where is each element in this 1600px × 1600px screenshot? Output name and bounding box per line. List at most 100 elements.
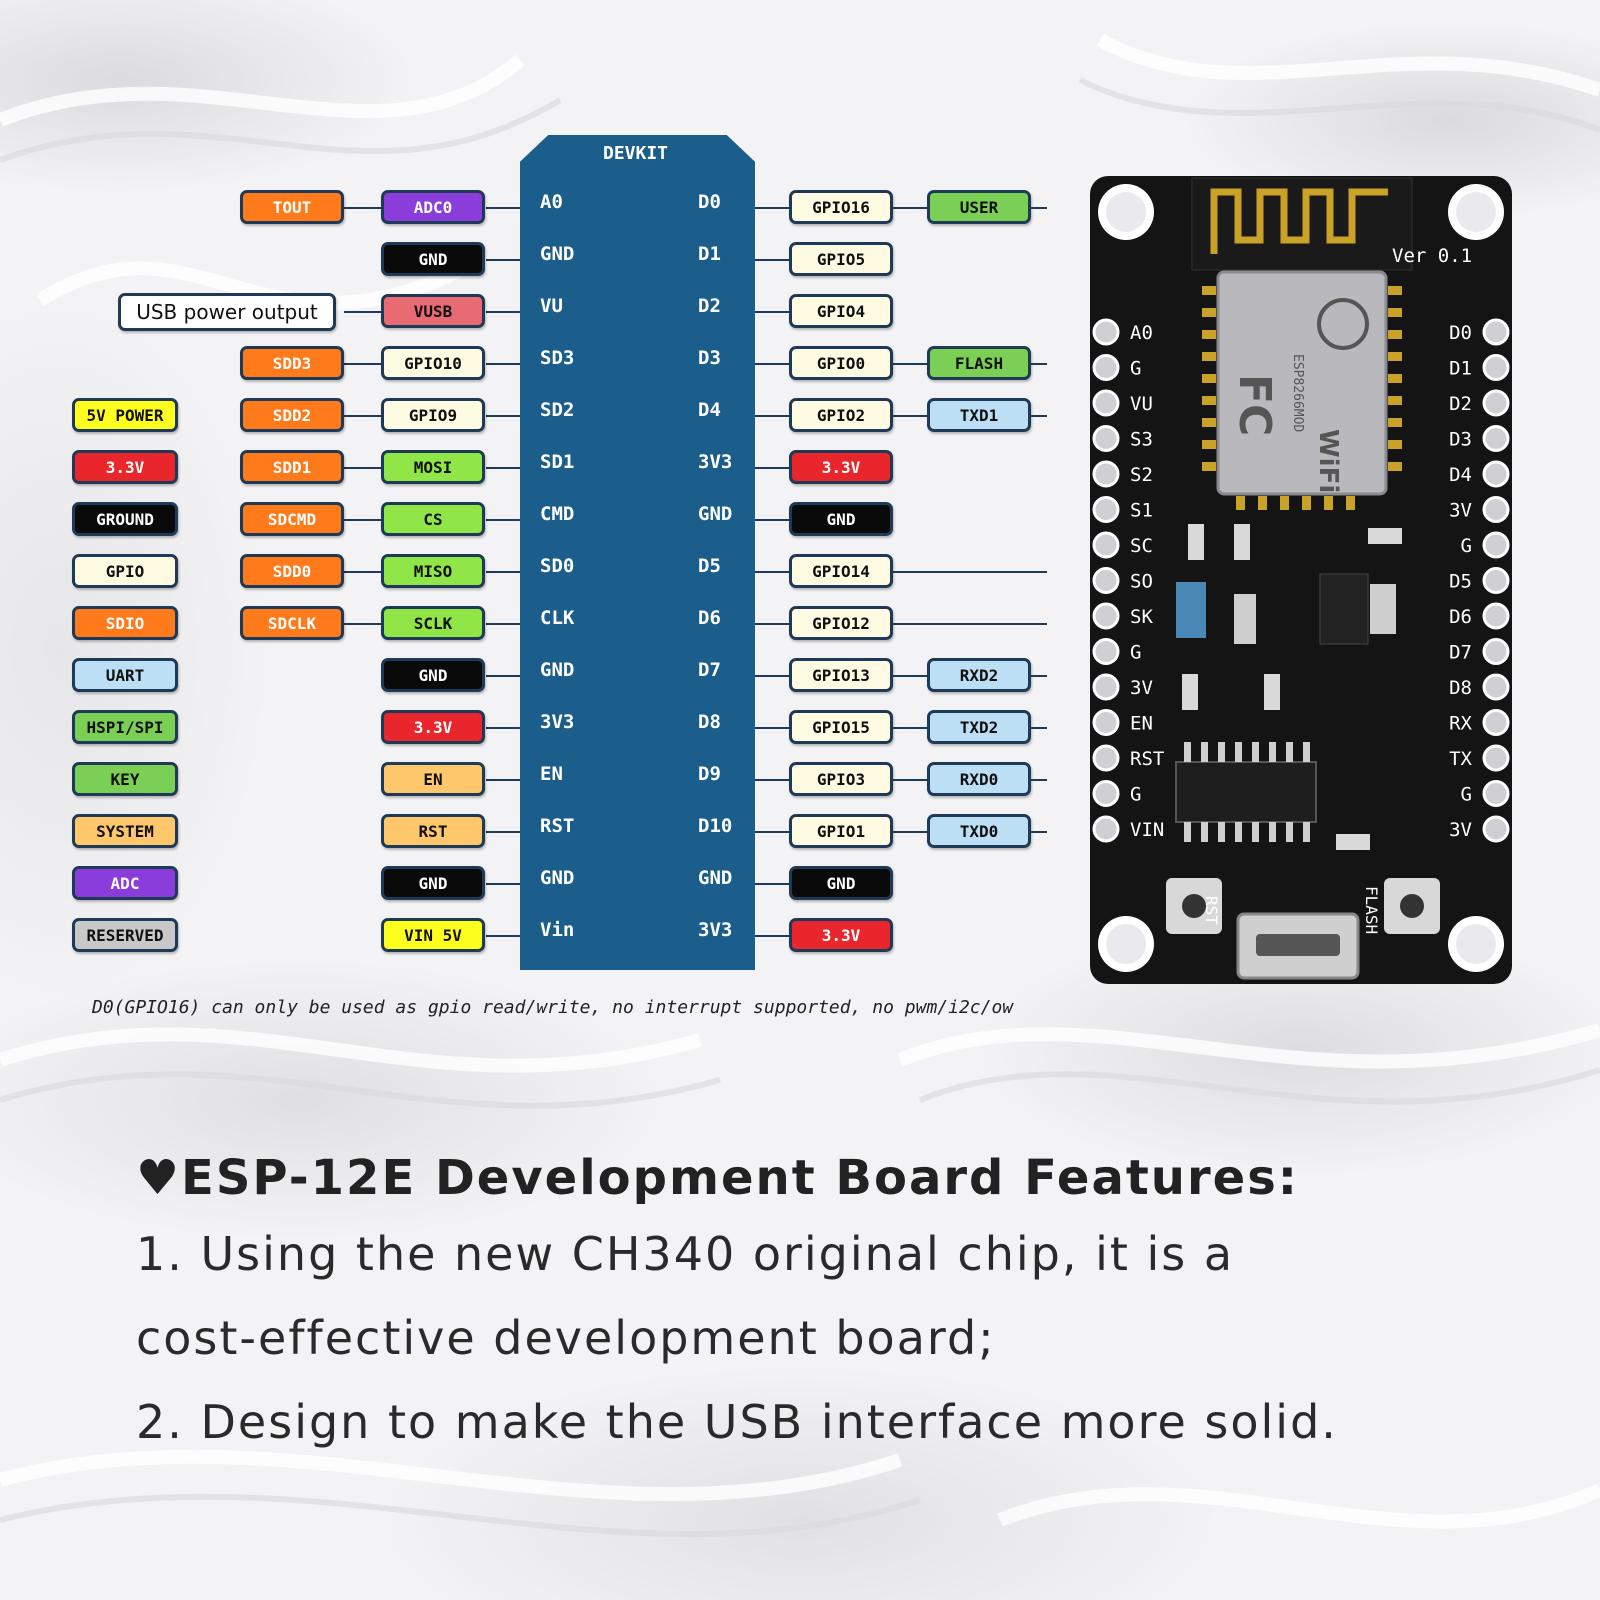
- legend-item: ADC: [72, 866, 178, 900]
- connector-line: [755, 779, 789, 781]
- connector-line: [755, 311, 789, 313]
- board-right-pin-label: D7: [1449, 642, 1472, 664]
- right-pin-label: D5: [698, 555, 721, 577]
- connector-line: [486, 207, 520, 209]
- left-outer-label: SDCLK: [240, 606, 344, 640]
- right-pin-label: GND: [698, 867, 733, 889]
- right-inner-label: GPIO0: [789, 346, 893, 380]
- left-inner-label: GPIO10: [381, 346, 485, 380]
- legend-item: UART: [72, 658, 178, 692]
- connector-line: [755, 467, 789, 469]
- right-inner-label: GPIO2: [789, 398, 893, 432]
- board-left-pin-label: VIN: [1130, 819, 1164, 841]
- header-hole: [1482, 460, 1510, 488]
- right-pin-label: 3V3: [698, 919, 733, 941]
- connector-line: [486, 259, 520, 261]
- right-pin-label: D2: [698, 295, 721, 317]
- right-outer-label: FLASH: [927, 346, 1031, 380]
- svg-text:WiFi: WiFi: [1313, 429, 1343, 493]
- board-right-pin-label: D8: [1449, 677, 1472, 699]
- right-inner-label: GND: [789, 866, 893, 900]
- board-right-pin-label: D4: [1449, 464, 1472, 486]
- left-inner-label: GND: [381, 242, 485, 276]
- board-left-pin-label: SC: [1130, 535, 1153, 557]
- header-hole: [1482, 496, 1510, 523]
- left-pin-label: A0: [540, 191, 563, 213]
- usb-power-output-label: USB power output: [118, 293, 336, 331]
- board-right-pin-label: 3V: [1449, 500, 1472, 522]
- connector-line: [344, 415, 382, 417]
- legend-item: KEY: [72, 762, 178, 796]
- board-left-pin-label: A0: [1130, 322, 1153, 344]
- header-hole: [1092, 638, 1120, 665]
- header-hole: [1482, 709, 1510, 736]
- connector-line: [1031, 207, 1047, 209]
- left-inner-label: EN: [381, 762, 485, 796]
- feature-item-1-line-2: cost-effective development board;: [136, 1311, 996, 1365]
- left-outer-label: SDD1: [240, 450, 344, 484]
- right-inner-label: GPIO4: [789, 294, 893, 328]
- right-inner-label: GPIO12: [789, 606, 893, 640]
- right-outer-label: TXD1: [927, 398, 1031, 432]
- heart-icon: ♥: [136, 1150, 182, 1206]
- left-pin-label: CLK: [540, 607, 575, 629]
- left-inner-label: ADC0: [381, 190, 485, 224]
- svg-text:ESP8266MOD: ESP8266MOD: [1290, 354, 1305, 432]
- header-hole: [1092, 815, 1120, 843]
- right-outer-label: TXD0: [927, 814, 1031, 848]
- left-outer-label: TOUT: [240, 190, 344, 224]
- header-hole: [1092, 460, 1120, 488]
- left-pin-label: EN: [540, 763, 563, 785]
- connector-line: [486, 571, 520, 573]
- connector-line: [1031, 779, 1047, 781]
- nodemcu-board-photo: FC WiFi ESP8266MOD RST FLASH Ver 0.1: [1090, 176, 1512, 984]
- right-pin-label: D6: [698, 607, 721, 629]
- left-pin-label: Vin: [540, 919, 575, 941]
- devkit-title: DEVKIT: [603, 143, 669, 164]
- connector-line: [344, 519, 382, 521]
- header-hole: [1482, 567, 1510, 594]
- right-outer-label: RXD0: [927, 762, 1031, 796]
- right-outer-label: USER: [927, 190, 1031, 224]
- board-left-pin-label: S2: [1130, 464, 1153, 486]
- board-right-pin-label: G: [1461, 535, 1472, 557]
- right-pin-label: D0: [698, 191, 721, 213]
- header-hole: [1092, 780, 1120, 807]
- legend-item: HSPI/SPI: [72, 710, 178, 744]
- right-pin-label: D7: [698, 659, 721, 681]
- header-hole: [1482, 638, 1510, 665]
- left-inner-label: MOSI: [381, 450, 485, 484]
- connector-line: [893, 623, 1047, 625]
- connector-line: [755, 207, 789, 209]
- feature-item-2: 2. Design to make the USB interface more…: [136, 1395, 1338, 1449]
- connector-line: [486, 883, 520, 885]
- connector-line: [486, 675, 520, 677]
- header-hole: [1092, 318, 1120, 346]
- features-heading: ♥ESP-12E Development Board Features:: [136, 1150, 1299, 1206]
- legend-item: 3.3V: [72, 450, 178, 484]
- connector-line: [344, 207, 382, 209]
- header-hole: [1482, 425, 1510, 452]
- right-inner-label: GPIO16: [789, 190, 893, 224]
- board-right-pin-label: D6: [1449, 606, 1472, 628]
- connector-line: [755, 935, 789, 937]
- board-right-pin-label: G: [1461, 784, 1472, 806]
- right-pin-label: D3: [698, 347, 721, 369]
- connector-line: [755, 883, 789, 885]
- connector-line: [893, 831, 927, 833]
- left-pin-label: VU: [540, 295, 563, 317]
- connector-line: [755, 571, 789, 573]
- connector-line: [486, 467, 520, 469]
- board-right-pin-label: D2: [1449, 393, 1472, 415]
- header-hole: [1092, 531, 1120, 559]
- connector-line: [755, 259, 789, 261]
- connector-line: [1031, 727, 1047, 729]
- right-inner-label: GPIO13: [789, 658, 893, 692]
- left-pin-label: SD2: [540, 399, 575, 421]
- header-hole: [1482, 673, 1510, 701]
- right-pin-label: D9: [698, 763, 721, 785]
- left-pin-label: SD3: [540, 347, 575, 369]
- header-hole: [1092, 744, 1120, 772]
- header-hole: [1482, 318, 1510, 346]
